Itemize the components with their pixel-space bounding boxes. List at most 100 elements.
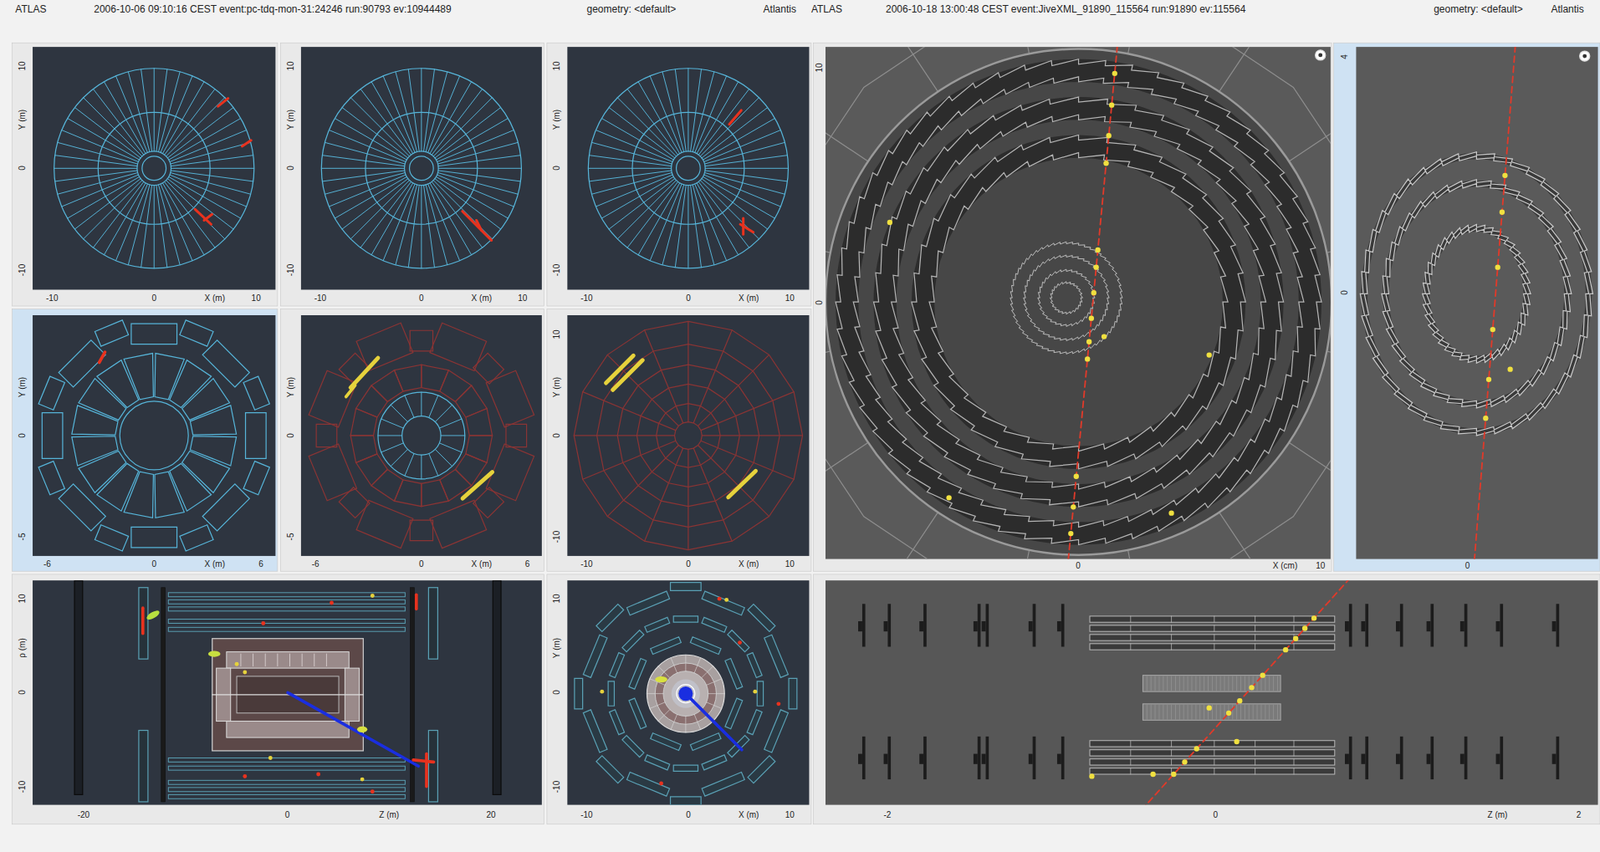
barrel-chamber — [168, 757, 405, 762]
sct-edge — [1385, 184, 1568, 405]
plot-content — [825, 46, 1331, 559]
strip-divider — [1129, 759, 1131, 766]
axis-label: X (m) — [471, 560, 492, 569]
pixel-line — [1260, 705, 1262, 720]
endcap-module — [1552, 754, 1557, 765]
strip-divider — [1213, 741, 1215, 747]
hit-segment — [729, 110, 742, 125]
plot-area — [567, 46, 809, 290]
axis-label: -10 — [552, 781, 562, 793]
wheel-ring — [676, 156, 701, 181]
axis-label: 0 — [685, 811, 691, 820]
wheel-spoke — [674, 69, 686, 152]
axis-label: 0 — [419, 560, 425, 569]
plot-content — [321, 68, 522, 269]
pixel-line — [1248, 705, 1250, 720]
pixel-line — [1179, 705, 1181, 720]
strip-divider — [1170, 750, 1172, 757]
pixel-line — [1216, 705, 1217, 720]
barrel-chamber — [168, 607, 405, 612]
wheel-spoke — [437, 130, 515, 163]
endcap-module — [1057, 621, 1062, 632]
wheel-spoke — [588, 170, 671, 182]
hit-dot — [242, 774, 247, 779]
wheel-ring — [142, 156, 167, 181]
endcap-module — [977, 736, 982, 780]
hit-segment — [476, 219, 482, 231]
plot-area — [567, 580, 809, 805]
hit-dot — [1086, 339, 1092, 345]
web-spoke — [693, 448, 732, 542]
wheel-spoke — [698, 181, 749, 248]
cell-line — [670, 714, 677, 730]
plot-area — [301, 46, 542, 290]
strip-divider — [1254, 759, 1256, 766]
wheel-spoke — [321, 168, 404, 169]
endcap-module — [1464, 736, 1468, 780]
hit-dot — [724, 598, 729, 603]
endcap-module — [1464, 603, 1468, 647]
sct-edge — [1359, 152, 1593, 436]
barrel-chamber — [168, 592, 405, 598]
wheel-spoke — [156, 184, 168, 267]
hit-dot — [1293, 636, 1299, 642]
muon-hit — [141, 608, 145, 634]
axis-label: -6 — [311, 560, 320, 569]
endcap-module — [919, 754, 924, 765]
hit-dot — [1499, 209, 1505, 215]
panel-frame — [12, 42, 278, 307]
muon-chamber — [650, 637, 682, 655]
plot-content — [858, 580, 1560, 805]
muon-chamber — [628, 698, 647, 730]
axis-label: 0 — [685, 294, 691, 303]
hit-dot — [1237, 698, 1243, 704]
outer-chamber — [356, 500, 414, 548]
strip-divider — [1213, 634, 1215, 641]
strip-divider — [1129, 750, 1131, 757]
plot-area — [567, 315, 809, 557]
strip-divider — [1129, 644, 1131, 650]
endcap-module — [858, 754, 863, 765]
calo-sector — [454, 385, 487, 418]
cell-line — [825, 512, 938, 560]
web-spoke — [644, 448, 684, 542]
pixel-line — [1260, 676, 1262, 691]
wheel-spoke — [350, 97, 409, 157]
cell-line — [980, 550, 1030, 560]
axis-label: 10 — [286, 61, 296, 72]
hit-segment — [99, 352, 106, 363]
hit-dot — [1311, 615, 1317, 621]
wheel-spoke — [74, 178, 141, 230]
pixel-line — [1187, 676, 1189, 691]
hit-dot — [268, 756, 273, 761]
plot-content — [308, 322, 534, 548]
header-text: 2006-10-06 09:10:16 CEST event:pc-tdq-mo… — [93, 4, 451, 15]
axis-label: -20 — [77, 811, 90, 820]
barrel-chamber — [168, 599, 405, 604]
inner-spoke — [434, 449, 452, 466]
trt-edge — [853, 76, 1304, 528]
sct-edge — [1422, 224, 1531, 363]
strip-divider — [1213, 625, 1215, 632]
inner-spoke — [440, 434, 466, 436]
wheel-spoke — [83, 180, 143, 240]
header-text: Atlantis — [763, 4, 797, 15]
muon-chamber — [747, 604, 776, 633]
trt-barrel — [825, 49, 1331, 556]
endcap-module — [1361, 621, 1366, 632]
endcap-module — [1499, 736, 1503, 780]
wheel-spoke — [435, 118, 508, 161]
header-text: ATLAS — [15, 4, 47, 15]
web-spoke — [700, 440, 794, 480]
muon-chamber — [58, 340, 106, 388]
wheel-spoke — [127, 184, 150, 266]
wheel-spoke — [687, 185, 689, 269]
hit-dot — [1302, 625, 1308, 631]
hit-dot — [1084, 356, 1090, 362]
muon-chamber — [756, 681, 763, 706]
wheel-spoke — [360, 181, 411, 248]
wheel-spoke — [383, 76, 415, 154]
cell-line — [649, 702, 665, 709]
pixel-line — [1240, 705, 1242, 720]
